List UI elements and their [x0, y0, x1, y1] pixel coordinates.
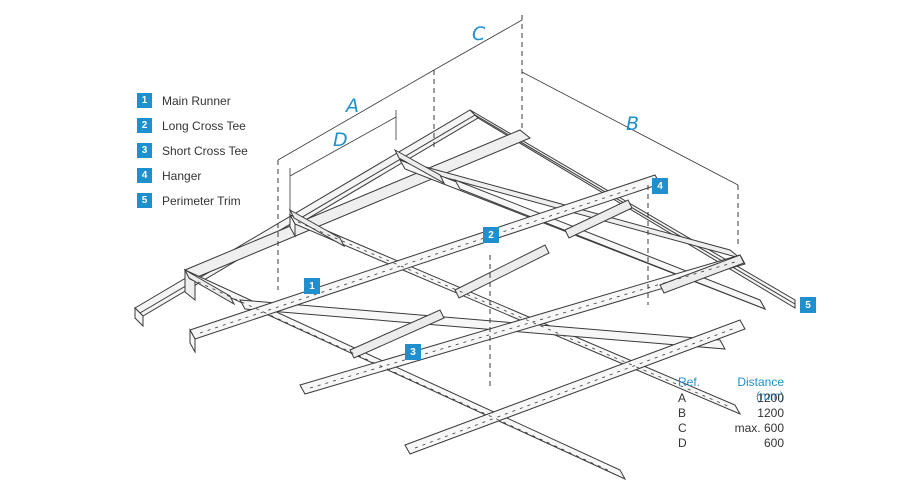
runner-slots	[197, 185, 736, 473]
callout-short-cross-tee: 3	[405, 344, 421, 360]
table-row: D 600	[678, 436, 784, 451]
header-ref: Ref.	[678, 375, 701, 389]
dimension-lines	[277, 19, 739, 215]
legend-badge: 5	[137, 193, 152, 208]
legend-label: Short Cross Tee	[162, 143, 248, 158]
row-distance: 1200	[757, 406, 784, 420]
short-cross-tee	[183, 148, 745, 359]
callout-perimeter-trim: 5	[800, 297, 816, 313]
row-distance: 600	[763, 436, 784, 450]
legend-badge: 3	[137, 143, 152, 158]
dimension-d-label: D	[333, 129, 348, 151]
distance-table: Ref. Distance (mm) A 1200 B 1200 C max. …	[678, 375, 784, 451]
row-ref: D	[678, 436, 687, 450]
row-ref: A	[678, 391, 687, 405]
table-row: C max. 600	[678, 421, 784, 436]
dimension-a-label: A	[344, 95, 359, 117]
row-ref: B	[678, 406, 687, 420]
callout-main-runner: 1	[304, 278, 320, 294]
perimeter-trim-right	[469, 109, 796, 309]
dimension-b-label: B	[626, 113, 639, 135]
legend-label: Hanger	[162, 168, 202, 183]
legend-item: 3 Short Cross Tee	[137, 138, 248, 163]
legend-item: 1 Main Runner	[137, 88, 248, 113]
legend-item: 4 Hanger	[137, 163, 248, 188]
table-row: A 1200	[678, 391, 784, 406]
callout-hanger: 4	[652, 178, 668, 194]
legend-badge: 1	[137, 93, 152, 108]
table-row: B 1200	[678, 406, 784, 421]
hanger-lines	[277, 15, 739, 390]
callout-long-cross-tee: 2	[483, 227, 499, 243]
row-distance: 1200	[757, 391, 784, 405]
legend-badge: 2	[137, 118, 152, 133]
row-ref: C	[678, 421, 687, 435]
legend: 1 Main Runner 2 Long Cross Tee 3 Short C…	[137, 88, 248, 213]
legend-label: Long Cross Tee	[162, 118, 246, 133]
dimension-c-label: C	[472, 23, 486, 45]
legend-item: 2 Long Cross Tee	[137, 113, 248, 138]
legend-item: 5 Perimeter Trim	[137, 188, 248, 213]
legend-label: Main Runner	[162, 93, 231, 108]
row-distance: max. 600	[734, 421, 784, 435]
header-distance: Distance (mm)	[737, 375, 784, 403]
legend-badge: 4	[137, 168, 152, 183]
table-header: Ref. Distance (mm)	[678, 375, 784, 403]
legend-label: Perimeter Trim	[162, 193, 241, 208]
main-runner	[184, 129, 741, 302]
